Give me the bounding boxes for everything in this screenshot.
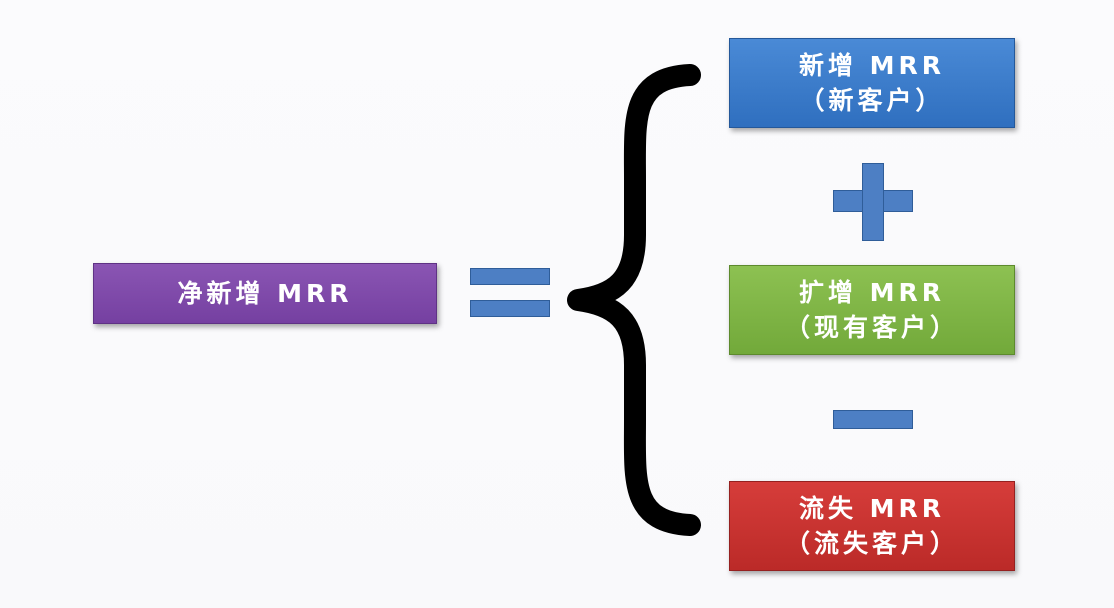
curly-brace-path — [567, 64, 701, 536]
churn-mrr-box: 流失 MRR （流失客户） — [729, 481, 1015, 571]
new-mrr-title: 新增 MRR — [798, 51, 946, 80]
minus-sign — [833, 410, 913, 429]
curly-brace-icon — [567, 64, 701, 536]
churn-mrr-title: 流失 MRR — [798, 494, 946, 523]
equals-sign-bottom-bar — [470, 300, 550, 317]
new-mrr-box: 新增 MRR （新客户） — [729, 38, 1015, 128]
expansion-mrr-box: 扩增 MRR （现有客户） — [729, 265, 1015, 355]
new-mrr-subtitle: （新客户） — [799, 86, 945, 115]
net-new-mrr-label: 净新增 MRR — [177, 279, 353, 308]
equals-sign-top-bar — [470, 268, 550, 285]
expansion-mrr-title: 扩增 MRR — [798, 278, 946, 307]
plus-sign-vertical — [862, 163, 884, 241]
net-new-mrr-box: 净新增 MRR — [93, 263, 437, 324]
expansion-mrr-subtitle: （现有客户） — [784, 313, 959, 342]
churn-mrr-subtitle: （流失客户） — [784, 529, 959, 558]
